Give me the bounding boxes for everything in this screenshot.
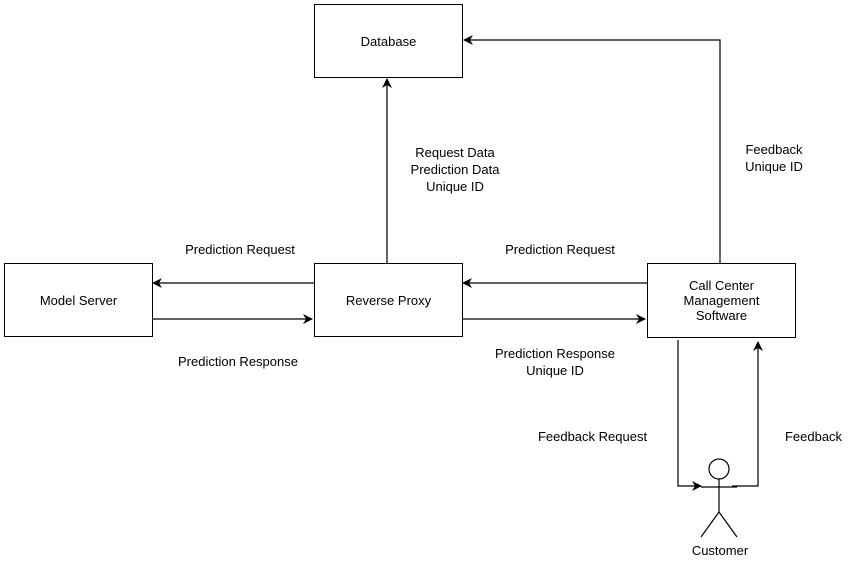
edge-label-proxy-to-callcenter: Prediction Response Unique ID — [470, 345, 640, 379]
edge-label-proxy-to-callcenter-line-2: Unique ID — [526, 363, 584, 378]
call-center-node: Call Center Management Software — [647, 263, 796, 338]
edge-label-callcenter-to-db: Feedback Unique ID — [730, 141, 818, 175]
edge-label-proxy-to-db-line-3: Unique ID — [426, 179, 484, 194]
customer-label: Customer — [680, 542, 760, 559]
edge-label-proxy-to-db-line-2: Prediction Data — [410, 162, 500, 177]
call-center-label-line-2: Management — [683, 293, 760, 308]
edge-label-proxy-to-db: Request Data Prediction Data Unique ID — [380, 144, 530, 195]
edge-label-proxy-to-callcenter-line-1: Prediction Response — [495, 346, 615, 361]
edge-label-callcenter-to-db-line-1: Feedback — [745, 142, 803, 157]
call-center-label-line-3: Software — [695, 308, 748, 323]
database-node-label: Database — [360, 33, 417, 49]
model-server-node-label: Model Server — [39, 292, 118, 308]
edge-label-model-to-proxy: Prediction Response — [178, 354, 298, 369]
edge-label-callcenter-to-customer: Feedback Request — [537, 429, 648, 444]
edge-label-proxy-to-db-line-1: Request Data — [415, 145, 495, 160]
edge-label-customer-to-callcenter: Feedback — [784, 429, 843, 444]
edge-label-callcenter-to-proxy: Prediction Request — [505, 242, 615, 257]
edge-label-callcenter-to-db-line-2: Unique ID — [745, 159, 803, 174]
call-center-label-line-1: Call Center — [688, 278, 754, 293]
edge-label-proxy-to-model: Prediction Request — [185, 242, 295, 257]
edge-customer-to-callcenter — [732, 341, 763, 487]
customer-actor-icon — [700, 458, 738, 538]
edge-callcenter-to-db — [463, 35, 721, 263]
model-server-node: Model Server — [4, 263, 153, 337]
edge-callcenter-to-customer — [677, 340, 702, 491]
database-node: Database — [314, 4, 463, 78]
customer-label-text: Customer — [691, 543, 749, 558]
reverse-proxy-node: Reverse Proxy — [314, 263, 463, 337]
reverse-proxy-node-label: Reverse Proxy — [345, 292, 432, 308]
